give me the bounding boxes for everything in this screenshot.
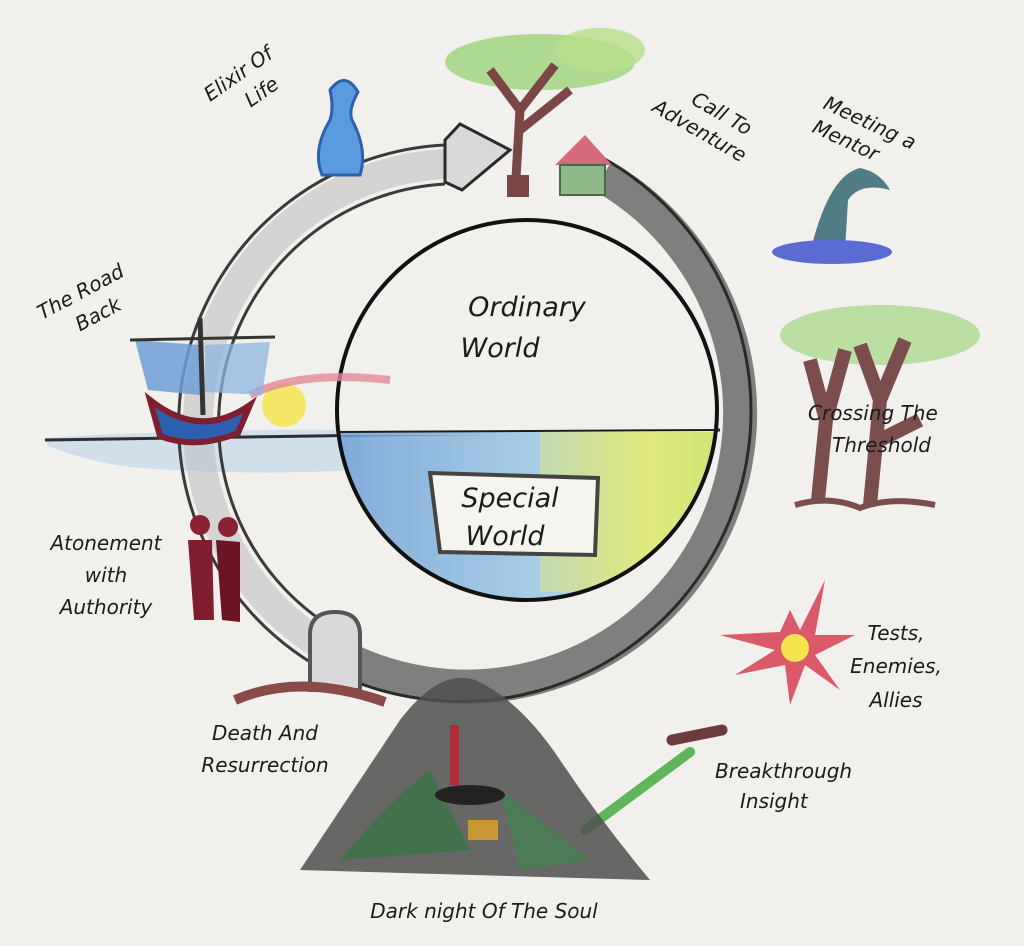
special-world-box	[427, 470, 601, 558]
cave-mountain-icon	[300, 677, 650, 880]
embracing-figures-icon	[188, 515, 240, 622]
ordinary-world-line2: World	[461, 333, 541, 364]
gravestone-icon	[233, 609, 387, 707]
crossing-threshold-line1: Crossing The	[808, 401, 938, 425]
inner-horizon	[336, 429, 718, 433]
atonement-line1: Atonement	[48, 531, 162, 555]
death-resurrection-line1: Death And	[212, 721, 318, 745]
breakthrough-line2: Insight	[740, 789, 809, 813]
ordinary-world-line1: Ordinary	[468, 292, 587, 323]
explosion-icon	[720, 580, 855, 705]
crossing-threshold-line2: Threshold	[832, 433, 931, 457]
dead-trees-icon	[780, 305, 980, 512]
tests-line3: Allies	[867, 688, 922, 712]
atonement-line3: Authority	[58, 595, 154, 619]
journey-ring-return	[183, 149, 446, 664]
special-world-line1: Special	[461, 483, 559, 514]
special-world-line2: World	[466, 521, 546, 552]
dark-night-label: Dark night Of The Soul	[370, 899, 598, 923]
journey-arrow-head	[443, 122, 513, 192]
tests-line1: Tests,	[867, 621, 924, 645]
inner-circle	[335, 218, 719, 602]
tests-line2: Enemies,	[850, 654, 942, 678]
tree-house-icon	[445, 28, 645, 197]
breakthrough-line1: Breakthrough	[715, 759, 852, 783]
death-resurrection-line2: Resurrection	[201, 753, 328, 777]
potion-bottle-icon	[316, 79, 365, 177]
sword-icon	[580, 724, 728, 835]
atonement-line2: with	[85, 563, 127, 587]
wizard-hat-icon	[772, 168, 892, 264]
sailboat-sunset-icon	[129, 317, 391, 446]
